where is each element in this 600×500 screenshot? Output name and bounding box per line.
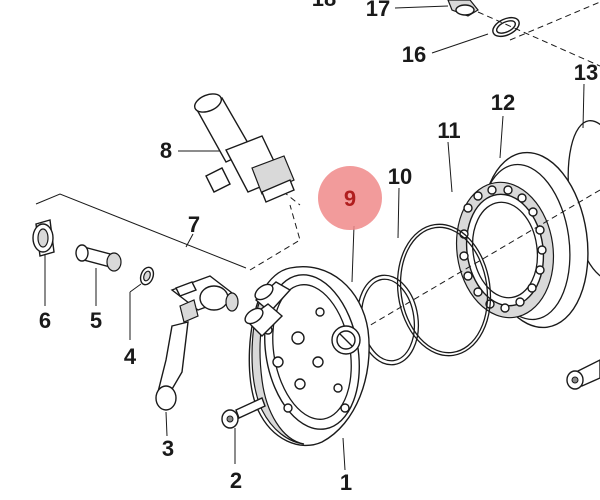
highlight-label: 9 [344, 186, 356, 211]
callout-7: 7 [188, 212, 200, 237]
callout-6: 6 [39, 308, 51, 333]
bearing-balls [459, 185, 547, 313]
callout-1: 1 [340, 470, 352, 495]
callout-2: 2 [230, 468, 242, 493]
callout-18: 18 [312, 0, 336, 11]
part-5-fitting[interactable] [75, 244, 122, 272]
part-8-valve[interactable] [192, 90, 295, 203]
highlight-marker[interactable] [318, 166, 382, 230]
part-10-o-ring[interactable] [389, 218, 498, 362]
callout-11: 11 [437, 118, 460, 143]
part-6-clamp[interactable] [32, 219, 55, 257]
part-3-lever-valve[interactable] [155, 275, 239, 411]
part-2-screw[interactable] [221, 397, 266, 429]
part-17-fitting[interactable] [447, 0, 479, 17]
callout-10: 10 [388, 164, 412, 189]
callout-16: 16 [402, 42, 426, 67]
part-16-o-ring[interactable] [490, 14, 522, 40]
callout-5: 5 [90, 308, 102, 333]
callout-3: 3 [162, 436, 174, 461]
callout-4: 4 [124, 344, 137, 369]
part-11-bearing[interactable] [448, 176, 562, 324]
callout-17: 17 [366, 0, 390, 21]
callout-13: 13 [574, 60, 598, 85]
part-1-housing[interactable] [242, 266, 370, 447]
bolt-right-edge[interactable] [566, 359, 600, 390]
part-4-ring[interactable] [138, 265, 155, 286]
callout-12: 12 [491, 90, 515, 115]
callout-8: 8 [160, 138, 172, 163]
